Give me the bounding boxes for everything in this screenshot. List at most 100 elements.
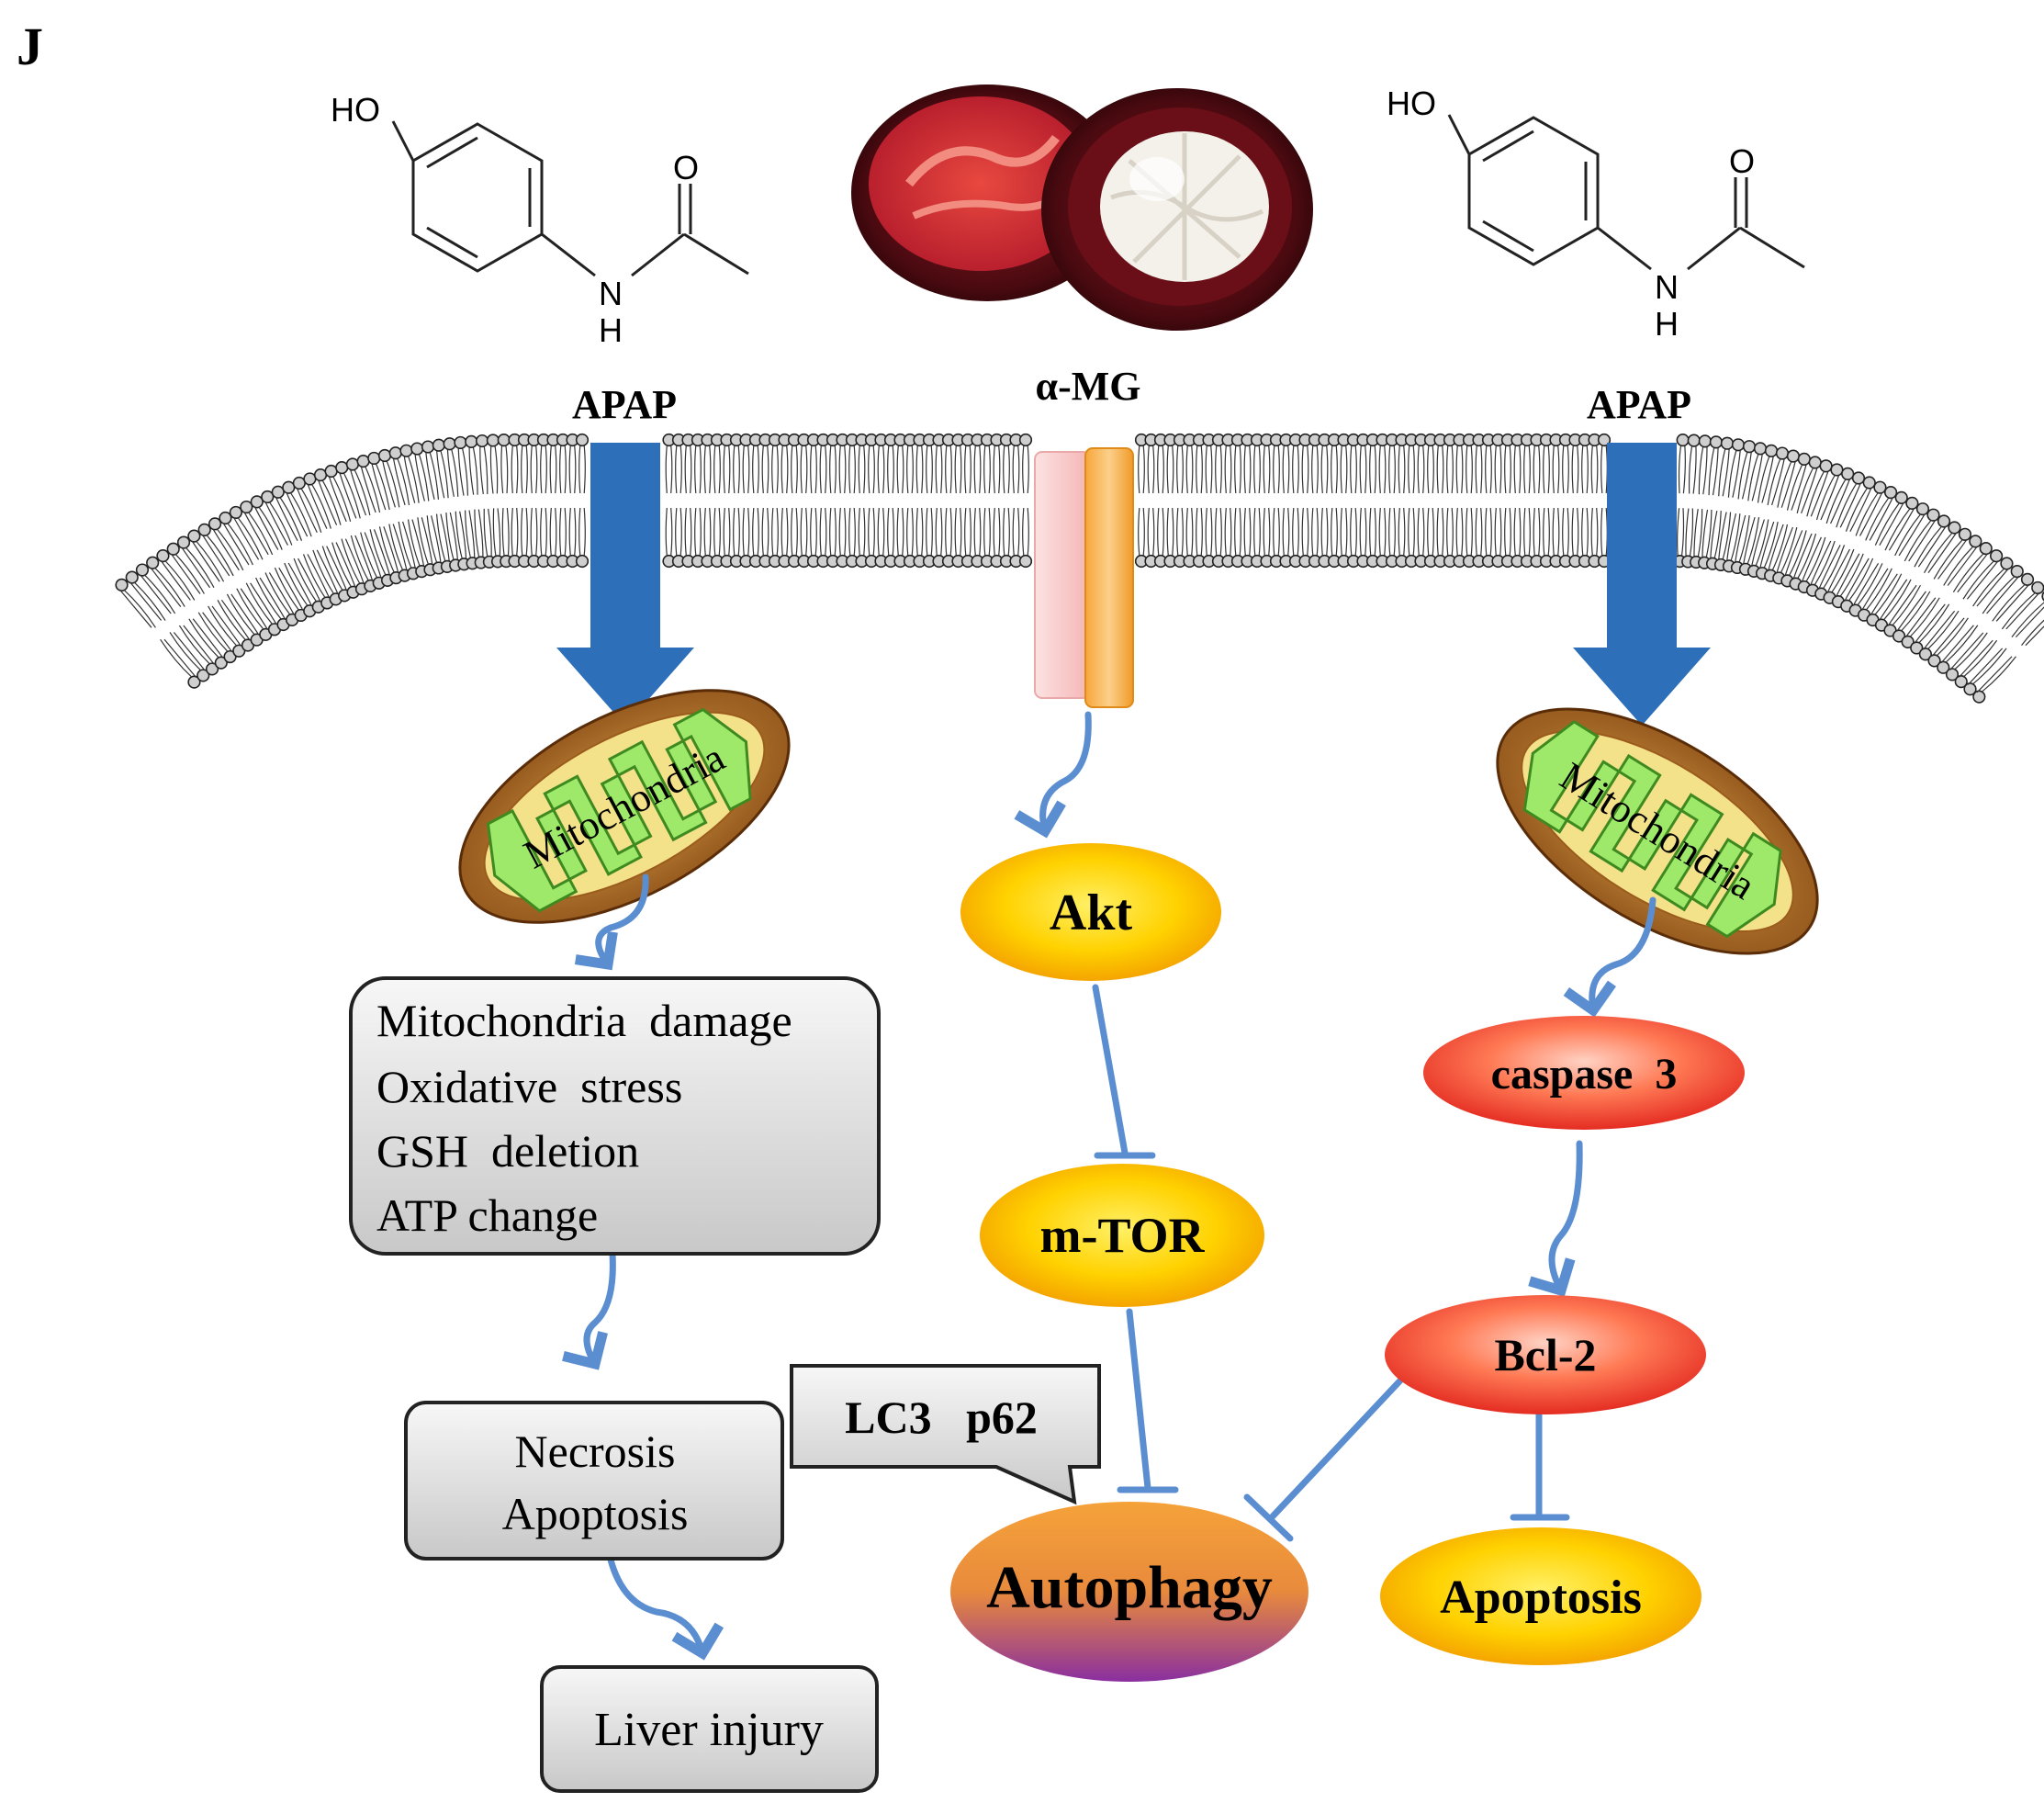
lipid-tail: [973, 445, 976, 494]
lipid-tail: [431, 515, 442, 563]
lipid-tail: [1552, 445, 1555, 494]
lipid-tail: [1533, 507, 1535, 556]
lipid-tail: [1844, 558, 1870, 602]
lipid-tail: [1263, 445, 1265, 494]
lipid-tail: [973, 507, 976, 556]
lipid-tail: [1874, 502, 1901, 546]
lipid-tail: [954, 507, 957, 556]
mitochondria-left: [458, 689, 791, 924]
lipid-tail: [293, 558, 318, 603]
lipid-tail: [1528, 445, 1531, 494]
lipid-tail: [398, 521, 412, 569]
lipid-tail: [1340, 507, 1342, 556]
lipid-tail: [834, 507, 837, 556]
lipid-tail: [1253, 507, 1256, 556]
lipid-tail: [887, 507, 890, 556]
lipid-tail: [747, 507, 750, 556]
lipid-tail: [1818, 545, 1841, 590]
lipid-head: [1910, 641, 1924, 655]
lipid-tail: [1181, 507, 1184, 556]
lipid-tail: [1277, 507, 1280, 556]
lipid-tail: [259, 577, 286, 620]
lipid-tail: [1142, 507, 1145, 556]
lipid-tail: [718, 445, 721, 494]
lipid-tail: [742, 507, 745, 556]
apap-structure-right: [1447, 114, 1805, 271]
lipid-tail: [150, 567, 182, 607]
lipid-tail: [1253, 445, 1256, 494]
lipid-tail: [1162, 507, 1164, 556]
lipid-tail: [1185, 445, 1188, 494]
lipid-tail: [331, 542, 352, 588]
lipid-tail: [1713, 511, 1722, 558]
lipid-tail: [1504, 507, 1507, 556]
lipid-tail: [279, 497, 303, 541]
lipid-tail: [1780, 461, 1796, 508]
lipid-tail: [1519, 507, 1522, 556]
lipid-head: [166, 542, 180, 556]
lipid-tail: [181, 546, 211, 589]
lipid-head: [176, 535, 191, 549]
lipid-tail: [289, 492, 312, 537]
lipid-tail: [1904, 519, 1932, 562]
lipid-head: [1786, 449, 1801, 463]
lipid-tail: [1771, 524, 1789, 570]
lipid-head: [410, 442, 424, 456]
apap-left-ho: HO: [331, 91, 380, 129]
lipid-tail: [1688, 445, 1693, 494]
lipid-tail: [1802, 536, 1822, 582]
lipid-tail: [703, 445, 706, 494]
lipid-head: [345, 457, 360, 471]
lipid-tail: [1981, 656, 2016, 693]
lipid-head: [432, 438, 445, 452]
lipid-tail: [1879, 502, 1904, 546]
lipid-tail: [1962, 559, 1995, 600]
lipid-tail: [1982, 575, 2016, 614]
lipid-tail: [1943, 546, 1974, 586]
inhibit-mtor-autophagy: [1126, 1308, 1151, 1492]
lipid-tail: [1786, 464, 1803, 511]
lipid-tail: [1205, 507, 1207, 556]
lipid-head: [214, 656, 228, 670]
lipid-head: [187, 675, 201, 689]
lipid-tail: [1810, 540, 1832, 586]
mtor-label: m-TOR: [1039, 1208, 1205, 1263]
lipid-head: [292, 476, 306, 490]
lipid-tail: [1806, 471, 1825, 517]
lipid-head: [313, 468, 328, 482]
lipid-tail: [1230, 445, 1232, 494]
lipid-tail: [1331, 507, 1333, 556]
lipid-tail: [268, 501, 293, 546]
lipid-tail: [771, 445, 774, 494]
apap-right-ho: HO: [1387, 85, 1436, 122]
lipid-tail: [1586, 445, 1589, 494]
lipid-tail: [882, 445, 885, 494]
lipid-tail: [848, 507, 851, 556]
lipid-head: [1731, 438, 1746, 452]
lipid-head: [356, 455, 370, 468]
lipid-tail: [877, 445, 880, 494]
lipid-tail: [1600, 445, 1603, 494]
lipid-tail: [1861, 568, 1889, 611]
lipid-tail: [1513, 445, 1516, 494]
lipid-head: [1884, 486, 1898, 500]
lipid-tail: [1810, 471, 1829, 517]
lipid-tail: [1538, 507, 1541, 556]
lipid-tail: [1388, 507, 1391, 556]
lipid-tail: [1737, 452, 1748, 500]
lipid-tail: [1596, 507, 1599, 556]
lipid-tail: [1191, 507, 1194, 556]
lipid-tail: [679, 445, 682, 494]
markers-callout: [790, 1364, 1101, 1505]
lipid-tail: [1282, 445, 1285, 494]
lipid-tail: [1219, 445, 1222, 494]
lipid-tail: [505, 445, 509, 494]
akt-node: [960, 843, 1221, 981]
lipid-tail: [737, 507, 740, 556]
effects-box: [349, 976, 881, 1256]
lipid-tail: [414, 454, 425, 501]
lipid-tail: [737, 445, 740, 494]
lipid-tail: [1722, 512, 1732, 559]
lipid-head: [240, 500, 253, 514]
lipid-tail: [545, 445, 547, 494]
